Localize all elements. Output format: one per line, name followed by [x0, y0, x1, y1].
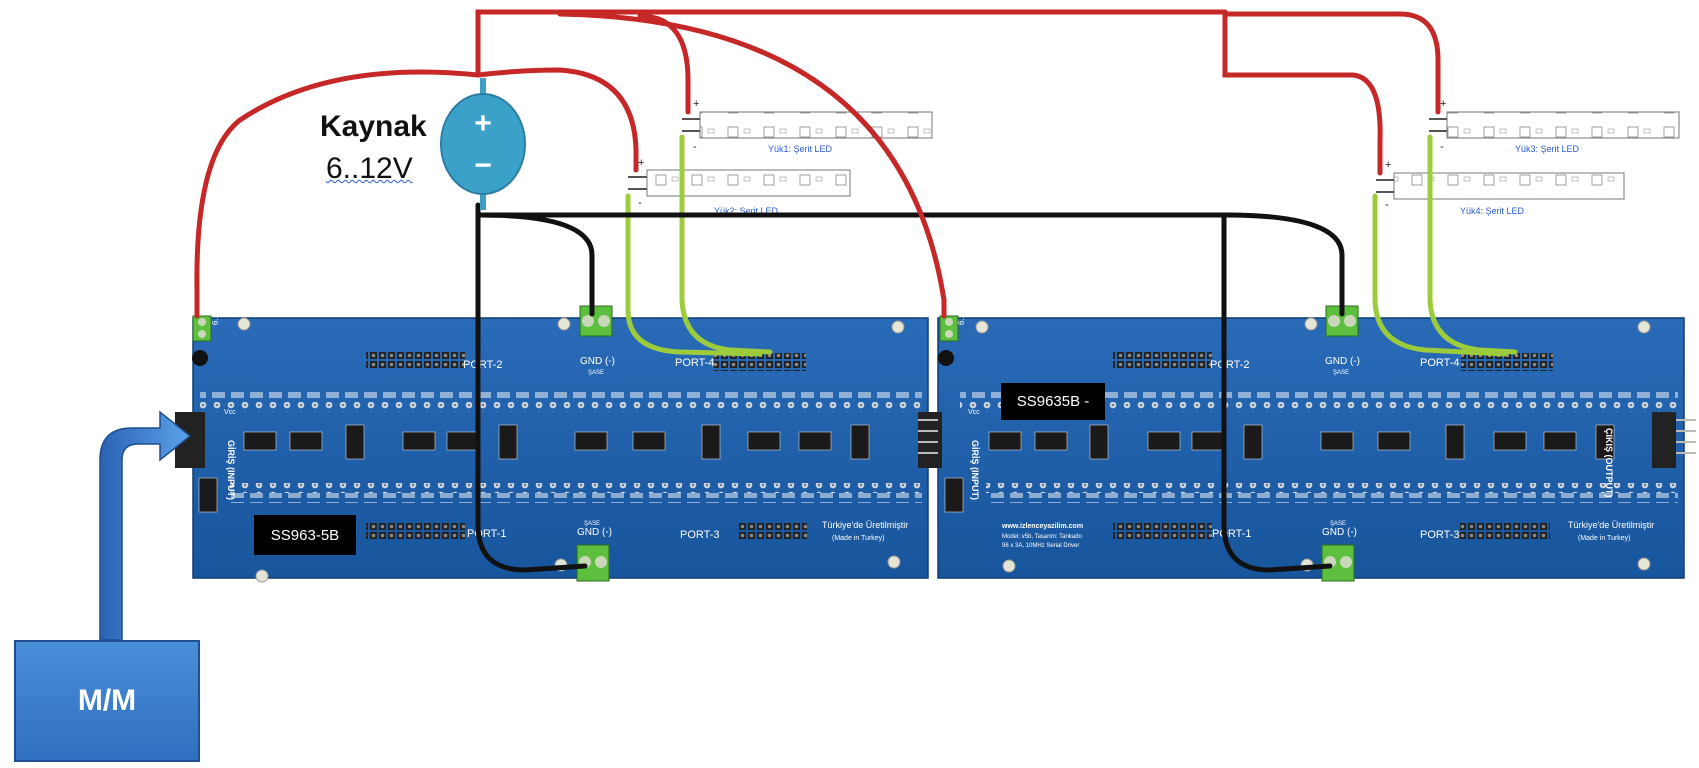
svg-text:+: +: [638, 157, 644, 169]
signal-wires: [625, 134, 1518, 357]
power-wires: [194, 9, 1441, 319]
board-1-output-header: [918, 412, 942, 468]
source-title: Kaynak: [320, 110, 427, 143]
data-flow-arrow: [99, 410, 192, 641]
board-2-port-3-label: PORT-3: [1420, 529, 1460, 541]
board-2-made-tr: Türkiye'de Üretilmiştir: [1568, 520, 1654, 530]
board-2-output-label: ÇIKIŞ (OUTPUT): [1604, 428, 1614, 498]
board-1-port-4-label: PORT-4: [675, 357, 715, 369]
load-1-label: Yük1: Şerit LED: [768, 144, 833, 154]
board-2-port-3-header: [1460, 522, 1550, 540]
board-1-gnd-top-label: GND (-): [580, 356, 615, 367]
board-2-chips: [944, 424, 1615, 513]
led-strip-3: + - Yük3: Şerit LED: [1429, 98, 1680, 154]
plus-terminal-label: +: [474, 107, 492, 140]
board-2-output-pads-top: [960, 402, 1678, 412]
ground-wires: [475, 202, 1345, 573]
power-source: + −: [440, 78, 526, 210]
board-2-port-2-header: [1113, 350, 1212, 368]
board-1-made-tr: Türkiye'de Üretilmiştir: [822, 520, 908, 530]
arrow-icon: [99, 410, 192, 641]
svg-text:-: -: [1385, 199, 1389, 211]
board-1-chips: [198, 424, 870, 513]
board-1-capacitor: [192, 350, 208, 366]
source-voltage-text: 6..12V: [326, 152, 413, 185]
board-1-port-1-header: [366, 522, 465, 540]
board-1-sase-top-label: ŞASE: [588, 370, 604, 376]
board-1-sase-bottom-label: ŞASE: [584, 521, 600, 527]
board-2-made-en: (Made in Turkey): [1578, 535, 1631, 542]
load-2-label: Yük2: Şerit LED: [714, 206, 779, 216]
controller-box: M/M: [14, 640, 200, 762]
board-1-output-pads-top: [200, 402, 922, 412]
svg-text:+: +: [1440, 98, 1446, 110]
led-strip-2: + - Yük2: Şerit LED: [628, 157, 851, 216]
board-2-output-pads-bottom: [986, 483, 1678, 493]
board-2-capacitor: [938, 350, 954, 366]
board-1-port-2-label: PORT-2: [463, 359, 503, 371]
svg-text:-: -: [693, 141, 697, 153]
board-2-input-label: GİRİŞ (INPUT): [970, 440, 980, 500]
board-2-vcc-label: Vcc: [968, 409, 980, 416]
board-1-id-label: SS963-5B: [254, 515, 356, 555]
board-2-output-header: [1652, 412, 1676, 468]
board-2-port-4-header: [1461, 353, 1553, 371]
source-voltage: 6..12V: [326, 152, 413, 186]
board-2-web-label: www.izlenceyazilim.com: [1001, 523, 1083, 530]
svg-text:+: +: [693, 98, 699, 110]
board-1-port-2-header: [366, 350, 465, 368]
board-2-power-terminal: [939, 315, 959, 342]
board-2-power-label: 6..12V: [957, 301, 966, 325]
board-2-id-label: SS9635B -: [1001, 383, 1105, 420]
board-2-sase-bottom-label: ŞASE: [1330, 521, 1346, 527]
board-2-gnd-top-label: GND (-): [1325, 356, 1360, 367]
board-2-gnd-bottom-label: GND (-): [1322, 527, 1357, 538]
board-1-vcc-label: Vcc: [224, 409, 236, 416]
battery-icon: [440, 93, 526, 195]
board-1-power-label: 6..12V: [211, 301, 220, 325]
board-1-port-3-label: PORT-3: [680, 529, 720, 541]
minus-terminal-label: −: [474, 149, 492, 182]
board-2-spec-label: 96 x 3A, 10MHz Serial Driver: [1002, 543, 1079, 549]
load-3-label: Yük3: Şerit LED: [1515, 144, 1580, 154]
svg-text:+: +: [1385, 159, 1391, 171]
board-2-model-label: Model: v5b, Tasarım: Tankado: [1002, 534, 1082, 540]
load-4-label: Yük4: Şerit LED: [1460, 206, 1525, 216]
board-1-port-3-header: [737, 522, 807, 540]
svg-text:-: -: [638, 197, 642, 209]
led-strip-4: + - Yük4: Şerit LED: [1376, 159, 1625, 216]
board-1-output-pins: [918, 419, 938, 454]
led-strip-1: + - Yük1: Şerit LED: [682, 98, 933, 154]
board-1-port-1-label: PORT-1: [467, 528, 507, 540]
board-1-made-en: (Made in Turkey): [832, 535, 885, 542]
board-2-sase-top-label: ŞASE: [1333, 370, 1349, 376]
board-1-port-4-header: [714, 353, 806, 371]
controller-label: M/M: [77, 684, 137, 717]
board-2-port-1-header: [1113, 522, 1212, 540]
board-1-input-label: GİRİŞ (INPUT): [226, 440, 236, 500]
board-1-power-terminal: [192, 315, 212, 342]
driver-board-2: 6..12V GİRİŞ (INPUT) Vcc ÇIKIŞ (OUTPUT) …: [918, 301, 1696, 582]
svg-text:-: -: [1440, 141, 1444, 153]
board-1-gnd-bottom-label: GND (-): [577, 527, 612, 538]
board-2-port-1-label: PORT-1: [1212, 528, 1252, 540]
board-2-port-2-label: PORT-2: [1210, 359, 1250, 371]
board-1-output-pads-bottom: [230, 483, 922, 493]
board-2-port-4-label: PORT-4: [1420, 357, 1460, 369]
